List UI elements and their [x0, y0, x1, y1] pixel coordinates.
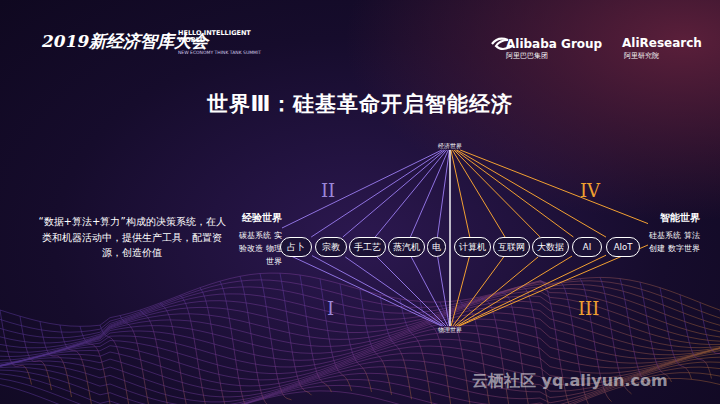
node-heading: 大数据 — [537, 243, 564, 252]
era-pill: 蒸汽机 — [388, 237, 425, 257]
fan-line — [455, 150, 573, 237]
world-text-block: 智能世界硅基系统 算法创建 数字世界 — [648, 212, 700, 256]
fan-line — [449, 150, 450, 326]
era-pill: AIoT — [606, 237, 640, 257]
mesh-line — [140, 310, 172, 404]
node-heading: 手工艺 — [354, 243, 381, 252]
mesh-line — [400, 299, 432, 404]
mesh-line — [80, 326, 112, 404]
node-heading: AIoT — [614, 243, 633, 252]
mesh-line — [700, 303, 720, 381]
mesh-line — [0, 296, 720, 357]
era-pill: AI — [572, 237, 602, 257]
institute-logo-text: AliResearch — [622, 36, 702, 50]
fan-line — [459, 245, 648, 326]
fan-line — [343, 150, 446, 237]
node-heading: 经济世界 — [438, 143, 462, 149]
era-pill: 大数据 — [532, 237, 569, 257]
node-heading: AI — [583, 243, 591, 252]
fan-line — [458, 255, 606, 326]
mesh-line — [360, 289, 392, 394]
fan-line — [457, 150, 606, 237]
quadrant-numeral: IV — [580, 180, 600, 201]
era-pill: 计算机 — [454, 237, 491, 257]
mesh-line — [0, 301, 720, 360]
mesh-line — [280, 273, 312, 395]
node-body: 硅基系统 算法创建 数字世界 — [648, 230, 700, 256]
mesh-line — [320, 279, 352, 391]
fan-line — [377, 257, 446, 326]
mesh-line — [260, 274, 292, 400]
watermark: 云栖社区 yq.aliyun.com — [472, 371, 668, 392]
fan-line — [410, 150, 448, 237]
node-heading: 计算机 — [459, 243, 486, 252]
mesh-line — [660, 288, 692, 379]
mesh-line — [40, 322, 72, 398]
mesh-line — [440, 302, 472, 404]
fan-line — [282, 150, 442, 228]
node-heading: 互联网 — [498, 243, 525, 252]
company-logo-text: 阿里巴巴集团 — [506, 51, 548, 61]
era-pill: 互联网 — [493, 237, 530, 257]
institute-logo-text: 阿里研究院 — [624, 51, 659, 61]
node-heading: 蒸汽机 — [393, 243, 420, 252]
event-subtitle: NEW ECONOMY THINK TANK SUMMIT — [178, 50, 261, 55]
node-heading: 物理世界 — [438, 327, 462, 333]
node-body: 碳基系统 实验改造 物理世界 — [232, 230, 282, 268]
node-heading: 电 — [432, 243, 441, 252]
mesh-line — [100, 325, 132, 404]
era-pill: 宗教 — [315, 237, 347, 257]
node-heading: 智能世界 — [648, 212, 700, 225]
fan-line — [438, 257, 450, 326]
node-heading: 经验世界 — [232, 212, 282, 225]
node-heading: 占卜 — [287, 243, 305, 252]
era-pill: 电 — [427, 237, 446, 257]
fan-line — [282, 252, 441, 326]
mesh-line — [0, 346, 720, 392]
apex-label: 物理世界 — [437, 326, 463, 334]
mesh-line — [0, 310, 32, 385]
mesh-line — [60, 325, 92, 404]
mesh-line — [340, 284, 372, 392]
mesh-line — [120, 316, 152, 404]
mesh-line — [0, 362, 720, 404]
fan-line — [457, 256, 572, 326]
quadrant-numeral: III — [578, 298, 599, 319]
fan-line — [375, 150, 447, 237]
era-pill: 手工艺 — [349, 237, 386, 257]
world-text-block: 经验世界碳基系统 实验改造 物理世界 — [232, 212, 282, 268]
fan-line — [311, 150, 444, 237]
fan-line — [312, 256, 443, 326]
quadrant-numeral: II — [321, 180, 335, 201]
fan-line — [437, 150, 449, 237]
mesh-line — [20, 316, 52, 390]
mesh-line — [160, 303, 192, 404]
fan-line — [454, 150, 540, 237]
node-heading: 宗教 — [322, 243, 340, 252]
description-note: “数据+算法+算力”构成的决策系统，在人类和机器活动中，提供生产工具，配置资源，… — [34, 214, 230, 261]
mesh-line — [620, 279, 652, 388]
mesh-line — [640, 282, 672, 382]
mesh-line — [240, 276, 272, 404]
fan-line — [455, 257, 538, 326]
event-slogan: HELLO INTELLIGENT WORLD — [178, 30, 258, 44]
slide-title: 世界Ⅲ：硅基革命开启智能经济 — [0, 90, 720, 118]
fan-line — [411, 257, 448, 326]
mesh-line — [0, 313, 720, 365]
mesh-line — [220, 281, 252, 404]
mesh-line — [0, 367, 720, 404]
mesh-line — [180, 295, 212, 404]
company-logo-text: Alibaba Group — [506, 37, 602, 51]
fan-line — [460, 150, 648, 224]
era-pill: 占卜 — [280, 237, 312, 257]
quadrant-numeral: I — [327, 298, 334, 319]
mesh-line — [300, 275, 332, 392]
mesh-line — [0, 357, 720, 404]
apex-label: 经济世界 — [437, 142, 463, 150]
